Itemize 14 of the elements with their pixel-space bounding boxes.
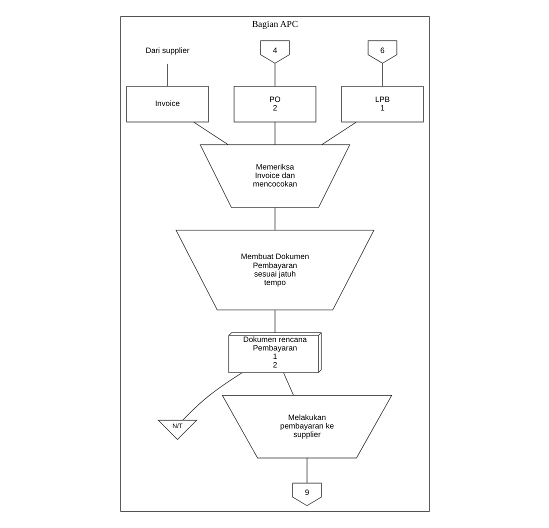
node-box: Invoice [126,86,208,122]
connector [282,372,294,396]
connector [274,62,275,87]
connector [274,310,275,334]
connector [182,372,242,421]
connector [192,122,228,146]
node-box: LPB 1 [340,86,424,122]
connector [274,207,275,230]
connector [306,458,307,484]
connector [274,122,275,145]
node-box: PO 2 [233,86,316,122]
connector [166,64,168,87]
connector [320,122,356,146]
node-text: Dari supplier [145,46,189,55]
